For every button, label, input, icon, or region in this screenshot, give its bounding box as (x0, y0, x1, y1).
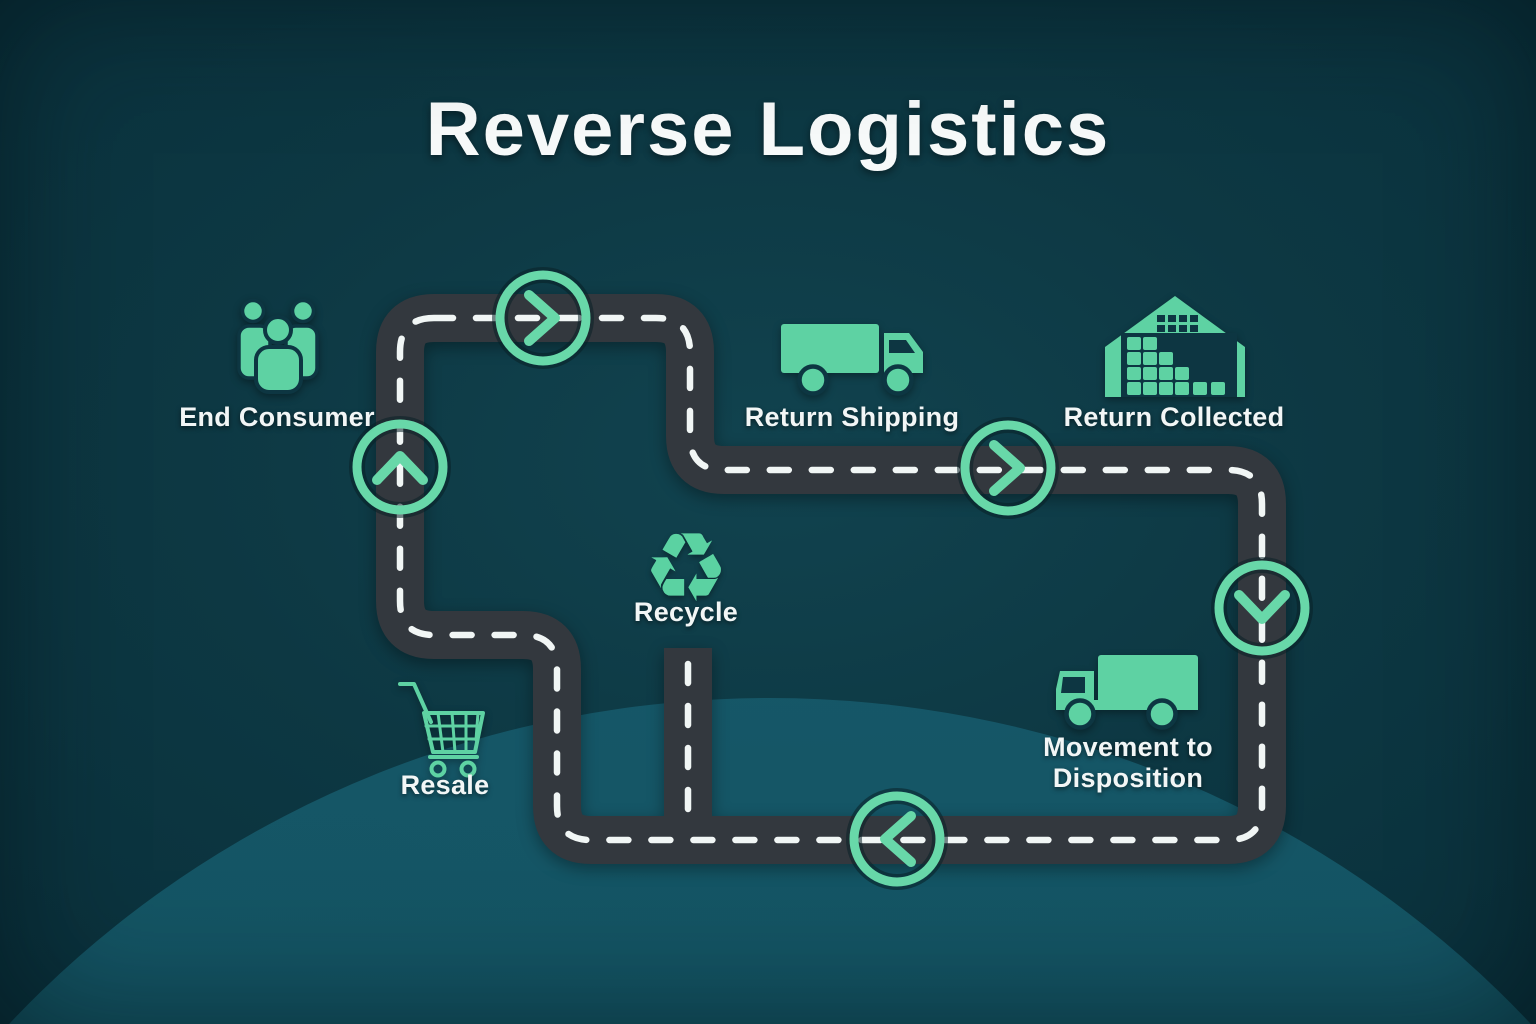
chevron-up-icon (372, 451, 428, 485)
stage-label-end-consumer: End Consumer (179, 402, 375, 432)
route-arrow-right-middle (957, 417, 1059, 519)
movement-line1: Movement to (1043, 732, 1213, 762)
stage-label-movement-to-disposition: Movement to Disposition (968, 732, 1288, 794)
chevron-right-icon (524, 290, 560, 346)
truck-left-icon (1056, 655, 1198, 730)
chevron-down-icon (1234, 590, 1290, 624)
truck-right-icon (781, 324, 923, 396)
people-group-icon (237, 298, 319, 394)
route-arrow-right-top (492, 267, 594, 369)
chevron-left-icon (880, 811, 916, 867)
shopping-cart-icon (398, 682, 485, 778)
movement-line2: Disposition (1052, 763, 1204, 794)
route-arrow-up-left (349, 416, 451, 518)
stacked-boxes (1127, 337, 1225, 395)
warehouse-icon (1105, 296, 1245, 397)
stage-label-recycle: Recycle (633, 597, 739, 627)
stage-label-return-shipping: Return Shipping (744, 402, 960, 432)
stage-label-return-collected: Return Collected (1063, 402, 1285, 432)
route-arrow-down-right (1211, 557, 1313, 659)
route-arrow-left-bottom (846, 788, 948, 890)
stage-label-resale: Resale (400, 770, 490, 800)
chevron-right-icon (989, 440, 1025, 496)
page-title: Reverse Logistics (425, 87, 1111, 172)
road-center-dashes (396, 314, 1266, 844)
recycle-icon: ♻ (642, 512, 730, 624)
